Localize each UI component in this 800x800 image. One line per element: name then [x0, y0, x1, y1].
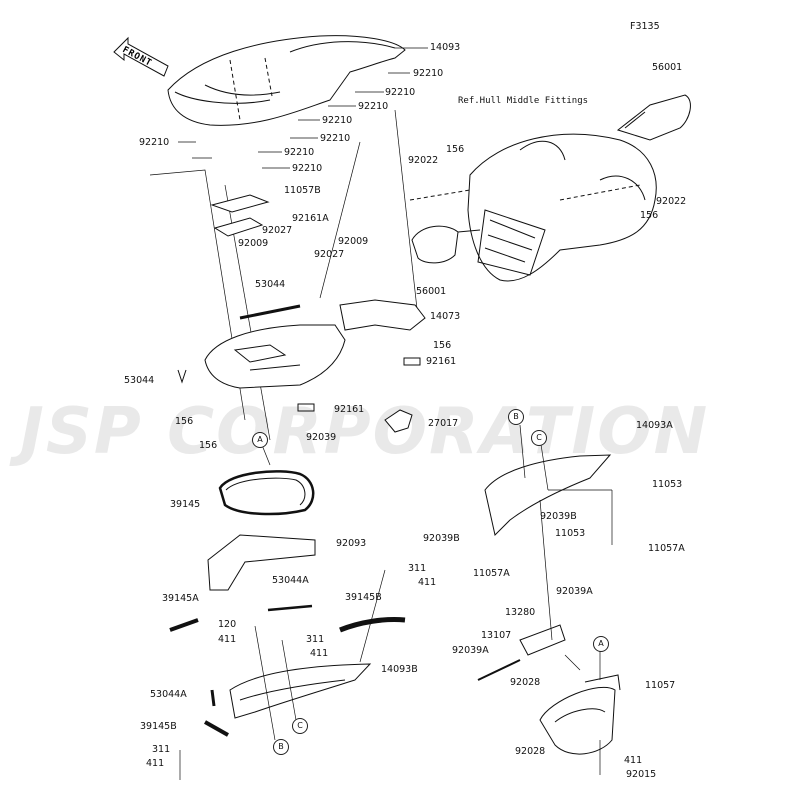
part-label: 11053: [555, 528, 586, 539]
bracket-13280-drawing: [519, 624, 566, 656]
part-label: 92161: [426, 356, 457, 367]
part-label: 411: [418, 577, 437, 588]
part-label: 411: [624, 755, 643, 766]
part-label: 92039A: [452, 645, 489, 656]
cover-14093b-drawing: [229, 663, 372, 719]
part-label: 92210: [284, 147, 315, 158]
part-label: 92210: [322, 115, 353, 126]
part-label: 156: [640, 210, 659, 221]
part-label: 11057A: [473, 568, 510, 579]
storage-tray-drawing: [204, 324, 346, 389]
seal-39145-drawing: [218, 470, 315, 516]
part-label: 92210: [358, 101, 389, 112]
ref-circle-a: A: [593, 636, 609, 652]
part-label: 14093B: [381, 664, 418, 675]
hull-middle-fittings-drawing: [467, 133, 657, 282]
part-label: 39145B: [345, 592, 382, 603]
part-label: 56001: [652, 62, 683, 73]
ref-circle-b: B: [273, 739, 289, 755]
part-label: 156: [199, 440, 218, 451]
mirror-left-drawing: [411, 225, 481, 264]
part-label: 92039A: [556, 586, 593, 597]
part-label: 27017: [428, 418, 459, 429]
part-label: 92009: [338, 236, 369, 247]
bracket-14073: [339, 299, 426, 331]
ref-circle-b: B: [508, 409, 524, 425]
part-label: 56001: [416, 286, 447, 297]
part-label: 39145B: [140, 721, 177, 732]
part-label: 156: [433, 340, 452, 351]
part-label: 92210: [413, 68, 444, 79]
part-label: 92028: [510, 677, 541, 688]
cover-14093a-drawing: [484, 454, 612, 536]
part-label: 14073: [430, 311, 461, 322]
part-label: 92027: [314, 249, 345, 260]
part-label: 92028: [515, 746, 546, 757]
part-label: 39145A: [162, 593, 199, 604]
part-label: 92210: [139, 137, 170, 148]
seat-cover-drawing: [167, 35, 406, 126]
bracket-11057-drawing: [539, 674, 621, 755]
part-label: 53044A: [272, 575, 309, 586]
part-label: 92022: [656, 196, 687, 207]
part-label: 92039: [306, 432, 337, 443]
pad-92093-drawing: [207, 534, 316, 591]
part-label: 53044: [124, 375, 155, 386]
bracket-92161a: [213, 217, 264, 237]
part-label: 11057B: [284, 185, 321, 196]
part-label: 92027: [262, 225, 293, 236]
part-label: 156: [446, 144, 465, 155]
part-label: 92161A: [292, 213, 329, 224]
part-label: 311: [408, 563, 427, 574]
part-label: 311: [306, 634, 325, 645]
part-label: 13107: [481, 630, 512, 641]
reference-note: Ref.Hull Middle Fittings: [458, 96, 589, 106]
part-label: 53044A: [150, 689, 187, 700]
part-label: 411: [146, 758, 165, 769]
part-label: 92039B: [423, 533, 460, 544]
part-label: 92015: [626, 769, 657, 780]
part-label: 92210: [385, 87, 416, 98]
part-label: 92210: [320, 133, 351, 144]
part-label: 11053: [652, 479, 683, 490]
part-label: 92093: [336, 538, 367, 549]
part-label: 14093A: [636, 420, 673, 431]
part-label: 156: [175, 416, 194, 427]
ref-circle-a: A: [252, 432, 268, 448]
part-label: 92210: [292, 163, 323, 174]
ref-circle-c: C: [292, 718, 308, 734]
part-label: 311: [152, 744, 171, 755]
ref-circle-c: C: [531, 430, 547, 446]
part-label: 92161: [334, 404, 365, 415]
part-label: 411: [310, 648, 329, 659]
front-arrow-icon: [113, 36, 169, 77]
part-label: 411: [218, 634, 237, 645]
part-label: 14093: [430, 42, 461, 53]
part-label: 13280: [505, 607, 536, 618]
mirror-right-drawing: [616, 94, 691, 141]
part-label: 11057: [645, 680, 676, 691]
bracket-11057b: [210, 194, 270, 213]
part-label: 92039B: [540, 511, 577, 522]
part-label: 39145: [170, 499, 201, 510]
part-label: 11057A: [648, 543, 685, 554]
part-label: 92009: [238, 238, 269, 249]
part-label: 92022: [408, 155, 439, 166]
diagram-code: F3135: [630, 21, 660, 32]
part-label: 53044: [255, 279, 286, 290]
part-label: 120: [218, 619, 237, 630]
